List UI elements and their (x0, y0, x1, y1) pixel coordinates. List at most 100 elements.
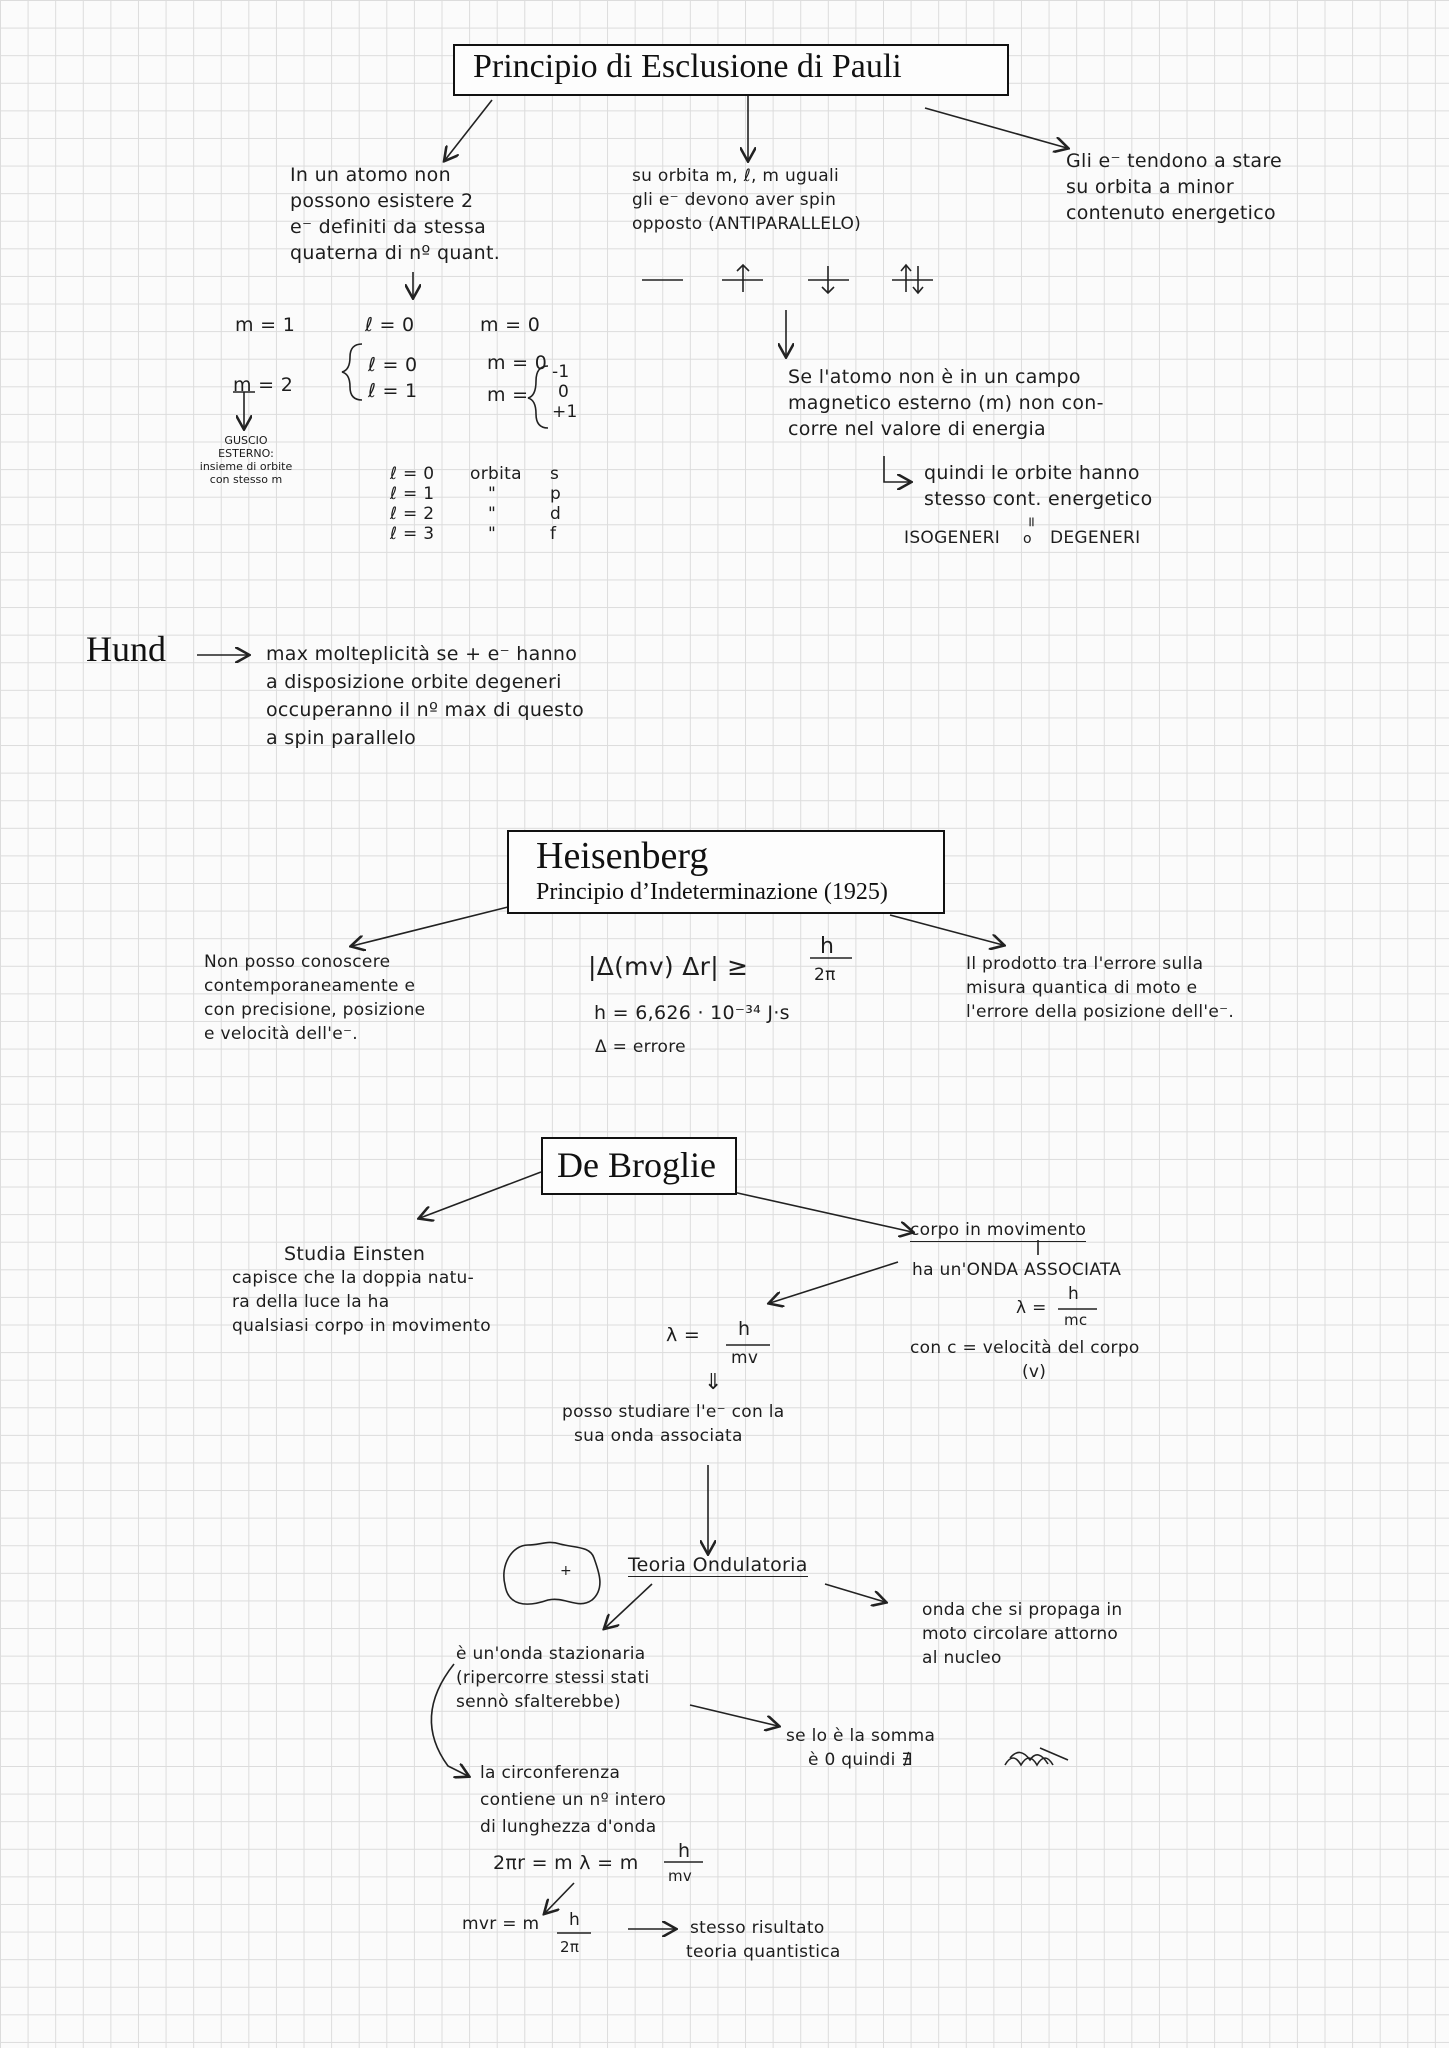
shell-note-line: con stesso m (209, 473, 283, 486)
pauli-middle-line: opposto (ANTIPARALLELO) (632, 214, 862, 234)
orbital-letter: s (550, 464, 560, 484)
orbital-row: ℓ = 3 " f (390, 524, 561, 544)
hund-title: Hund (86, 629, 166, 669)
lambda-center-num: h (738, 1318, 751, 1340)
onda-prop-line: moto circolare attorno (922, 1624, 1119, 1644)
circ-line: contiene un nº intero (480, 1790, 667, 1810)
studio-note: posso studiare l'e⁻ con la sua onda asso… (562, 1400, 785, 1448)
lambda-center-den: mv (731, 1348, 759, 1368)
heisenberg-formula-den: 2π (814, 965, 836, 985)
heisenberg-left-line: con precisione, posizione (204, 1000, 426, 1020)
heisenberg-formula: |Δ(mv) Δr| ≥ (588, 952, 749, 981)
circ-line: la circonferenza (480, 1763, 621, 1783)
orbital-row: ℓ = 2"d (390, 504, 561, 524)
lambda-center: λ = (666, 1324, 701, 1346)
debroglie-title-box: De Broglie (541, 1137, 737, 1195)
qn-l0b: ℓ = 0 (368, 354, 418, 376)
implies-arrow: ⇓ (704, 1370, 723, 1395)
qn-l0: ℓ = 0 (365, 314, 415, 336)
debroglie-left-line: capisce che la doppia natu- (232, 1268, 475, 1288)
pauli-left-note: In un atomo non possono esistere 2 e⁻ de… (290, 162, 500, 266)
somma-note: se lo è la somma è 0 quindi ∄ (786, 1724, 935, 1772)
pauli-title: Principio di Esclusione di Pauli (473, 48, 902, 85)
debroglie-left-line: qualsiasi corpo in movimento (232, 1316, 491, 1336)
orbital-l: ℓ = 1 (390, 484, 435, 504)
iso-label: ISOGENERI (904, 528, 1001, 548)
angular-eq-den: 2π (560, 1938, 580, 1956)
debroglie-left-line: Studia Einsten (284, 1243, 426, 1265)
orbital-l: ℓ = 3 (390, 524, 435, 544)
orbital-row: ℓ = 1 " p (390, 484, 561, 504)
studio-line: posso studiare l'e⁻ con la (562, 1402, 785, 1422)
shell-note: GUSCIO ESTERNO: insieme di orbite con st… (196, 434, 296, 486)
pauli-middle-line: gli e⁻ devono aver spin (632, 190, 837, 210)
field-note: Se l'atomo non è in un campo magnetico e… (788, 364, 1104, 442)
qn-n2: m = 2 (233, 374, 294, 396)
onda-assoc: ha un'ONDA ASSOCIATA (912, 1260, 1122, 1280)
orbital-letter: f (550, 524, 557, 544)
quantization-eq-den: mv (668, 1867, 693, 1885)
quantization-eq-num: h (678, 1840, 691, 1862)
heisenberg-left-line: contemporaneamente e (204, 976, 416, 996)
heisenberg-subtitle: Principio d’Indeterminazione (1925) (536, 879, 888, 905)
stazionaria-line: sennò sfalterebbe) (456, 1692, 621, 1712)
degenerate-line: stesso cont. energetico (924, 488, 1153, 510)
teoria-label: Teoria Ondulatoria (628, 1552, 808, 1578)
lambda-right: λ = (1016, 1298, 1047, 1318)
onda-prop-line: al nucleo (922, 1648, 1002, 1668)
hund-line: max molteplicità se + e⁻ hanno (266, 643, 578, 665)
heisenberg-left: Non posso conoscere contemporaneamente e… (204, 950, 425, 1046)
pauli-right-line: su orbita a minor (1066, 176, 1234, 198)
result-line: stesso risultato (690, 1918, 825, 1938)
qn-m0: m = 0 (480, 314, 541, 336)
orbital-word: orbita (470, 464, 522, 484)
orbital-l: ℓ = 2 (390, 504, 435, 524)
c-def-line: con c = velocità del corpo (910, 1338, 1140, 1358)
debroglie-left: Studia Einsten capisce che la doppia nat… (232, 1242, 491, 1338)
c-definition: con c = velocità del corpo (v) (910, 1336, 1140, 1384)
debroglie-left-line: ra della luce la ha (232, 1292, 390, 1312)
qn-m-value: -1 (552, 362, 570, 382)
shell-note-line: GUSCIO ESTERNO: (218, 434, 274, 460)
corpo-text: corpo in movimento (910, 1220, 1087, 1242)
pauli-title-box: Principio di Esclusione di Pauli (453, 44, 1009, 96)
pauli-middle-note: su orbita m, ℓ, m uguali gli e⁻ devono a… (632, 164, 861, 236)
stazionaria-note: è un'onda stazionaria (ripercorre stessi… (456, 1642, 649, 1714)
degenerate-line: quindi le orbite hanno (924, 462, 1140, 484)
hund-line: a disposizione orbite degeneri (266, 671, 562, 693)
orbital-letter: p (550, 484, 562, 504)
heisenberg-left-line: e velocità dell'e⁻. (204, 1024, 358, 1044)
qn-m0b: m = 0 (487, 352, 548, 374)
heisenberg-right-line: Il prodotto tra l'errore sulla (966, 954, 1204, 974)
studio-line: sua onda associata (574, 1426, 743, 1446)
hund-text: max molteplicità se + e⁻ hanno a disposi… (266, 640, 584, 752)
orbital-word: " (488, 524, 497, 544)
qn-m-value: 0 (558, 382, 570, 402)
circ-line: di lunghezza d'onda (480, 1817, 657, 1837)
pauli-left-line: In un atomo non (290, 164, 451, 186)
field-note-line: corre nel valore di energia (788, 418, 1046, 440)
heisenberg-title: Heisenberg (536, 835, 709, 877)
orbital-word: " (488, 484, 497, 504)
qn-m-value: +1 (552, 402, 578, 422)
angular-momentum-eq: mvr = m (462, 1914, 540, 1934)
result-note: stesso risultato teoria quantistica (686, 1916, 841, 1964)
somma-line: è 0 quindi ∄ (808, 1750, 913, 1770)
degenerate-note: quindi le orbite hanno stesso cont. ener… (924, 460, 1153, 512)
deg-label: DEGENERI (1050, 528, 1141, 548)
stazionaria-line: è un'onda stazionaria (456, 1644, 646, 1664)
heisenberg-right-line: l'errore della posizione dell'e⁻. (966, 1002, 1235, 1022)
angular-eq-num: h (569, 1910, 581, 1930)
pauli-middle-line: su orbita m, ℓ, m uguali (632, 166, 839, 186)
quantization-eq: 2πr = m λ = m (493, 1852, 639, 1874)
pauli-right-line: Gli e⁻ tendono a stare (1066, 150, 1283, 172)
pauli-right-note: Gli e⁻ tendono a stare su orbita a minor… (1066, 148, 1282, 226)
qn-n1: m = 1 (235, 314, 296, 336)
orbital-letter: d (550, 504, 562, 524)
heisenberg-title-box: Heisenberg Principio d’Indeterminazione … (507, 830, 945, 914)
qn-m-values: -1 0 +1 (552, 362, 578, 422)
debroglie-title: De Broglie (557, 1145, 716, 1185)
